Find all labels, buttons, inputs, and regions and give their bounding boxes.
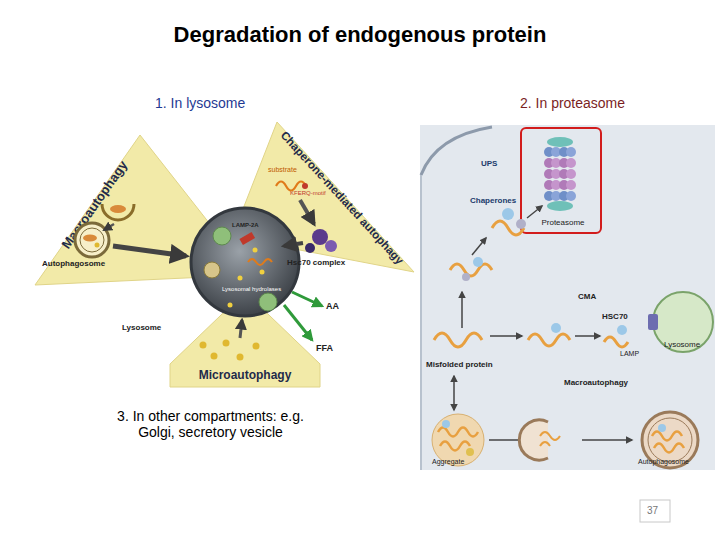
proteasome-cap (547, 137, 573, 147)
kferq-motif (302, 183, 308, 189)
triangle-fill (170, 292, 320, 387)
autophagosome-inner (648, 418, 692, 462)
chaperone-symbol (516, 219, 526, 229)
protein-chain (450, 264, 492, 276)
slide-title: Degradation of endogenous protein (0, 22, 720, 48)
lamp2a-receptor (239, 232, 255, 245)
cargo-dot (237, 354, 244, 361)
protein-chain (438, 428, 478, 451)
flow-arrow (240, 320, 242, 338)
proteasome-core (544, 147, 576, 201)
part-label: Hsc70 complex (287, 258, 345, 267)
protein-chain (652, 432, 684, 453)
page-number: 37 (647, 505, 658, 517)
vesicle (259, 293, 277, 311)
proteasome-subunit (566, 147, 576, 157)
vesicle (204, 262, 220, 278)
flow-arrow (582, 439, 632, 441)
product-label: AA (326, 301, 339, 311)
part-label: Lysosomal hydrolases (222, 286, 281, 293)
lamp-channel (648, 314, 658, 330)
cell-membrane (420, 175, 422, 470)
part-label: Autophagosome (42, 259, 105, 268)
product-arrow (292, 292, 322, 306)
triangle-fill (232, 122, 414, 272)
part-label: Misfolded protein (426, 360, 493, 369)
cargo-dot (253, 248, 258, 253)
section-heading: 1. In lysosome (155, 95, 245, 111)
chaperone-symbol (502, 208, 514, 220)
hsc70-symbol (325, 240, 337, 252)
cargo-dot (223, 340, 230, 347)
flow-arrow (472, 238, 486, 255)
chaperone-symbol (466, 448, 474, 456)
substrate-symbol (248, 259, 272, 265)
autophagosome-inner (80, 228, 104, 252)
cell-panel (420, 125, 715, 470)
lysosome-symbol (191, 208, 299, 316)
cargo-dot (228, 303, 233, 308)
part-label: HSC70 (602, 312, 628, 321)
part-label: substrate (268, 166, 297, 174)
part-label: Lysosome (122, 323, 161, 332)
chaperone-symbol (658, 424, 666, 432)
protein-chain (604, 337, 628, 347)
hsc70-symbol (305, 243, 315, 253)
flow-arrow (490, 335, 522, 337)
proteasome-cap (547, 201, 573, 211)
section-heading: 2. In proteasome (520, 95, 625, 111)
proteasome-subunit (566, 158, 576, 168)
hsc70-symbol (617, 325, 627, 335)
pathway-label: Macroautophagy (564, 378, 628, 387)
part-label: LAMP-2A (232, 222, 259, 229)
chaperone-symbol (462, 273, 470, 281)
lysosome-symbol (653, 292, 713, 352)
proteasome-subunit (566, 191, 576, 201)
part-label: KFERQ-motif (290, 190, 326, 197)
part-label: Chaperones (470, 196, 516, 205)
proteasome-subunit (566, 180, 576, 190)
flow-arrow (575, 335, 600, 337)
autophagosome-symbol (75, 223, 109, 257)
section-heading: 3. In other compartments: e.g. Golgi, se… (108, 408, 313, 440)
cargo-dot (95, 243, 100, 248)
cargo-dot (238, 276, 243, 281)
part-label: Aggregate (432, 458, 464, 466)
misfolded-protein (434, 333, 482, 347)
protein-chain (528, 334, 570, 346)
node-label: Microautophagy (199, 369, 292, 382)
cargo-dot (253, 343, 260, 350)
cargo-dot (211, 353, 218, 360)
flow-arrow (527, 206, 542, 218)
part-label: LAMP (620, 350, 639, 358)
triangle-fill (35, 135, 250, 285)
phagophore (519, 420, 548, 460)
mitochondrion (110, 205, 126, 213)
product-label: FFA (316, 343, 333, 353)
node-label: Proteasome (541, 219, 584, 228)
chaperone-symbol (473, 257, 483, 267)
part-label: UPS (481, 159, 497, 168)
hsc70-symbol (312, 229, 328, 245)
chaperone-symbol (442, 420, 450, 428)
flow-arrow (453, 376, 455, 410)
chaperone-symbol (551, 323, 561, 333)
cargo-dot (260, 270, 265, 275)
proteasome-subunit (566, 169, 576, 179)
part-label: Lysosome (664, 340, 700, 349)
aggregate-symbol (432, 414, 484, 466)
cargo-dot (200, 342, 207, 349)
vesicle (213, 227, 231, 245)
protein-chain (540, 432, 560, 446)
part-label: Autophagosome (638, 458, 689, 466)
flow-arrow (461, 292, 463, 328)
mitochondrion (83, 235, 97, 242)
pathway-label: CMA (578, 292, 596, 301)
page-number-box (640, 500, 670, 522)
